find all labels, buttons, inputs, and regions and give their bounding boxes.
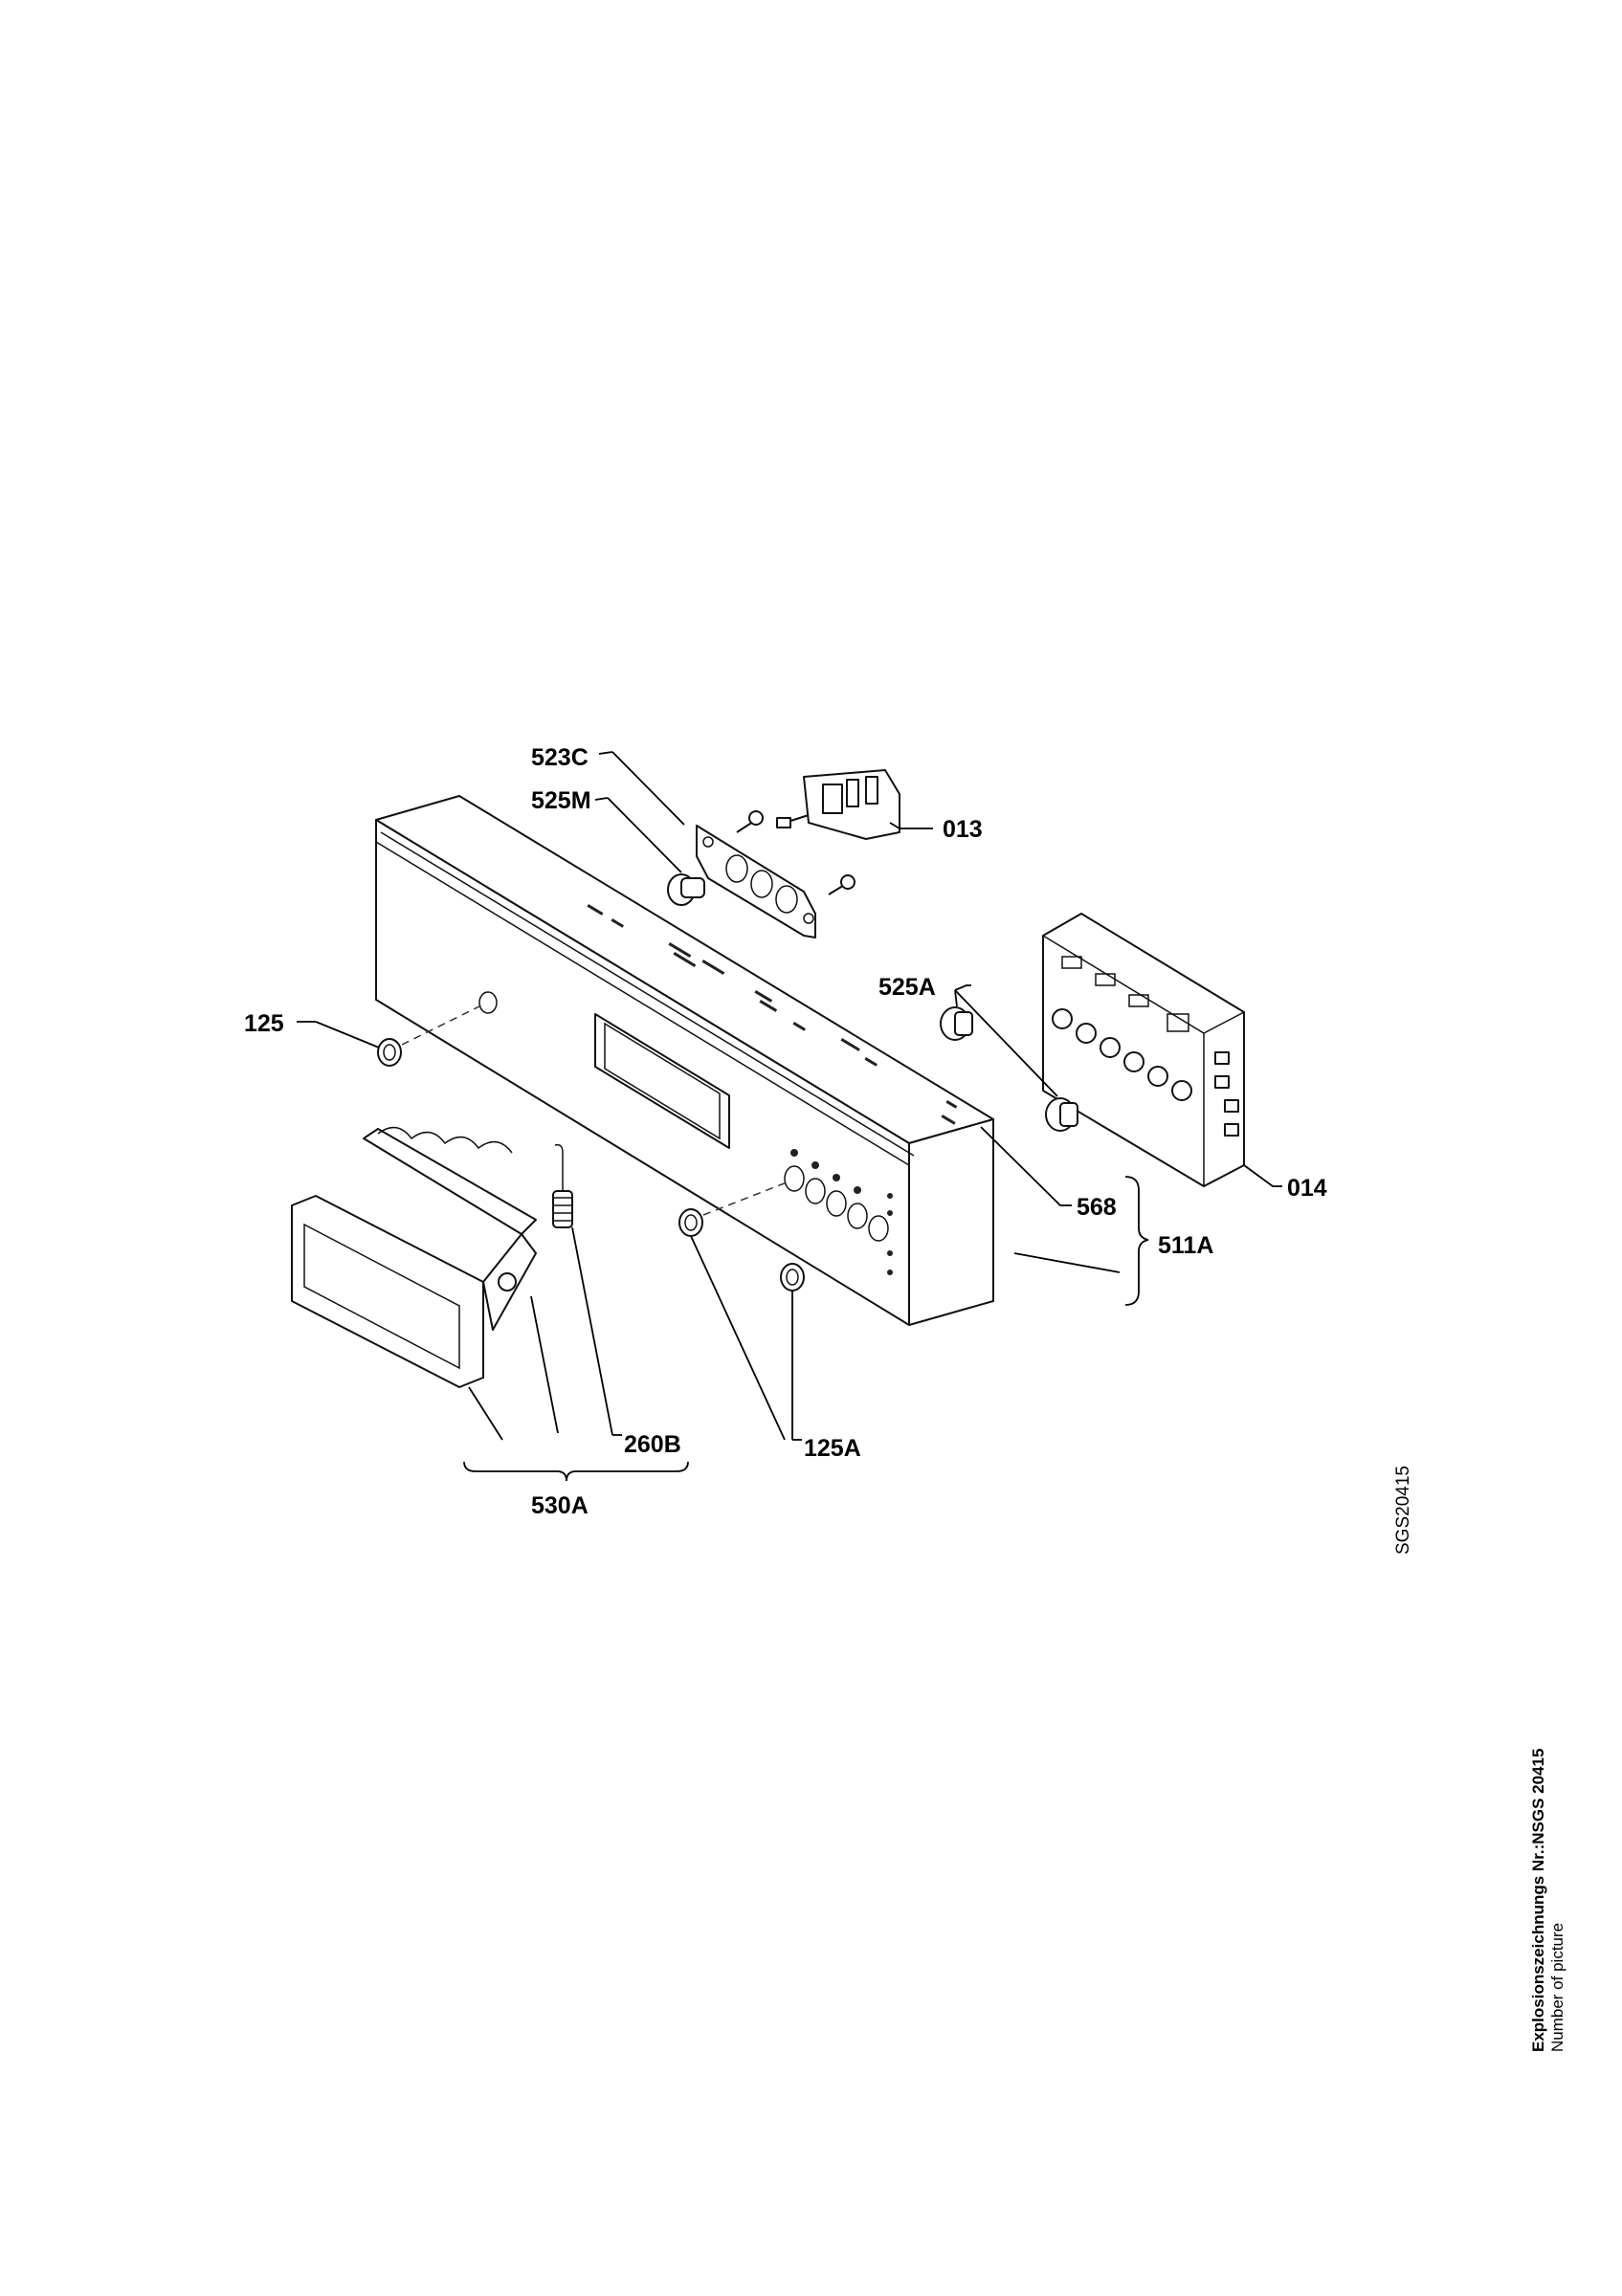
caption-subtitle: Number of picture [1548,1923,1566,2052]
label-125: 125 [244,1010,284,1037]
label-125a: 125A [804,1435,861,1462]
light-guide-rings [377,1004,805,1292]
door-handle [291,1126,573,1388]
leader-lines [297,751,1282,1482]
caption-title: Explosionszeichnungs Nr.:NSGS 20415 [1529,1749,1547,2052]
control-panel [375,795,994,1326]
label-525a: 525A [878,974,936,1001]
label-013: 013 [943,816,983,843]
label-523c: 523C [531,744,589,771]
top-face-markings [587,904,958,1125]
label-260b: 260B [624,1431,681,1458]
drawing-code: SGS20415 [1393,1466,1413,1555]
label-014: 014 [1287,1175,1327,1202]
label-530a: 530A [531,1492,589,1519]
label-525m: 525M [531,787,591,814]
label-568: 568 [1077,1194,1117,1221]
button-caps [940,1006,1078,1132]
electronic-module [1041,913,1246,1187]
switch-assembly [667,769,900,938]
caption: Explosionszeichnungs Nr.:NSGS 20415 Numb… [1529,1749,1566,2052]
part-labels: 523C 525M 013 525A 125 014 568 511A 260B… [244,744,1327,1519]
label-511a: 511A [1158,1232,1213,1259]
